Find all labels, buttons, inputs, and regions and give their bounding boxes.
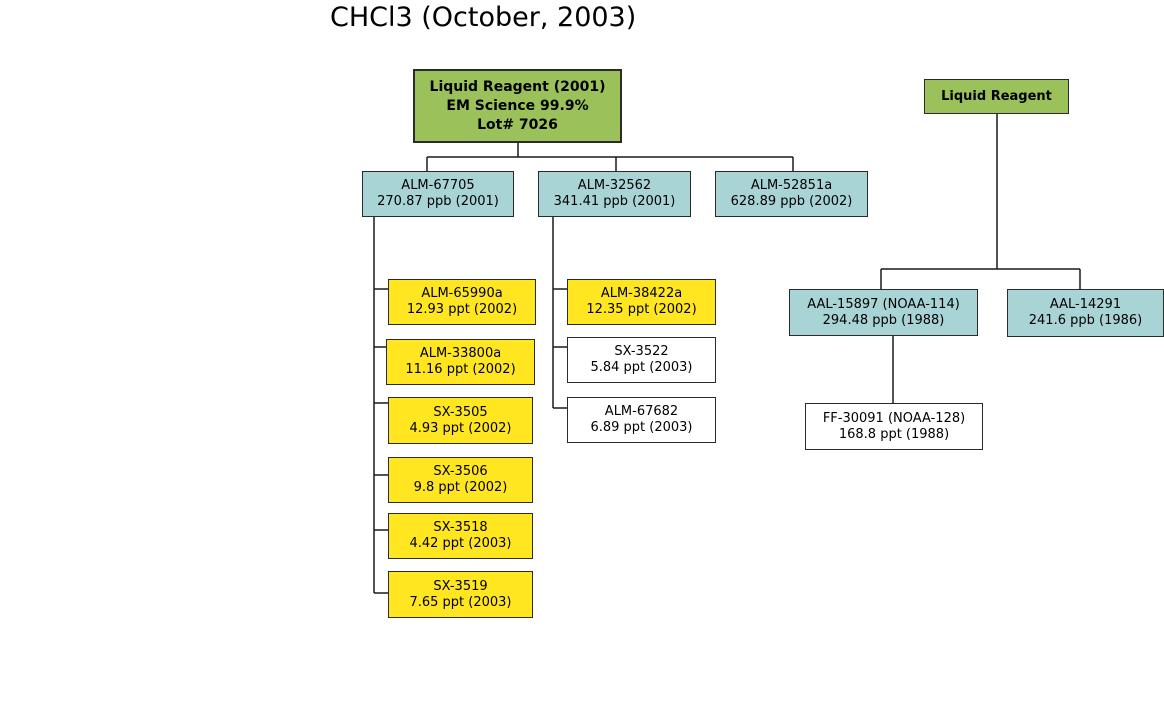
node-value: 12.35 ppt (2002) [586, 302, 697, 317]
node-id: SX-3518 [433, 520, 488, 535]
node-id: AAL-14291 [1049, 297, 1122, 312]
node-id: ALM-38422a [600, 286, 683, 301]
node-id: ALM-32562 [577, 178, 652, 193]
primary-standard-node: AAL-14291 241.6 ppb (1986) [1007, 289, 1164, 337]
node-id: ALM-67682 [604, 404, 679, 419]
node-value: 6.89 ppt (2003) [590, 420, 693, 435]
primary-standard-node: AAL-15897 (NOAA-114) 294.48 ppb (1988) [789, 289, 978, 336]
node-value: 294.48 ppb (1988) [822, 312, 945, 328]
secondary-standard-node: SX-3518 4.42 ppt (2003) [388, 513, 533, 559]
node-value: 341.41 ppb (2001) [553, 194, 676, 209]
node-id: SX-3522 [614, 344, 669, 359]
chart-title: CHCl3 (October, 2003) [330, 2, 637, 33]
node-value: 168.8 ppt (1988) [838, 426, 950, 442]
node-value: 4.42 ppt (2003) [409, 536, 512, 551]
node-value: 11.16 ppt (2002) [405, 362, 516, 377]
node-id: AAL-15897 (NOAA-114) [807, 296, 960, 312]
node-id: SX-3505 [433, 404, 488, 420]
tertiary-standard-node: FF-30091 (NOAA-128) 168.8 ppt (1988) [805, 403, 983, 450]
node-id: ALM-65990a [421, 286, 503, 301]
node-label: Liquid Reagent (2001) [429, 78, 606, 95]
node-id: ALM-52851a [750, 178, 833, 193]
node-id: SX-3519 [433, 578, 488, 594]
tertiary-standard-node: ALM-67682 6.89 ppt (2003) [567, 397, 716, 443]
node-value: 241.6 ppb (1986) [1028, 313, 1143, 328]
reagent-root-node: Liquid Reagent (2001) EM Science 99.9% L… [413, 69, 622, 143]
node-value: 7.65 ppt (2003) [409, 594, 512, 610]
primary-standard-node: ALM-52851a 628.89 ppb (2002) [715, 171, 868, 217]
node-value: 628.89 ppb (2002) [730, 194, 853, 209]
node-value: 9.8 ppt (2002) [413, 480, 508, 495]
node-label: Lot# 7026 [477, 116, 558, 133]
secondary-standard-node: ALM-33800a 11.16 ppt (2002) [386, 339, 535, 385]
secondary-standard-node: SX-3506 9.8 ppt (2002) [388, 457, 533, 503]
node-id: ALM-67705 [401, 178, 475, 193]
node-id: SX-3506 [433, 464, 488, 479]
secondary-standard-node: SX-3505 4.93 ppt (2002) [388, 397, 533, 444]
secondary-standard-node: ALM-38422a 12.35 ppt (2002) [567, 279, 716, 325]
tertiary-standard-node: SX-3522 5.84 ppt (2003) [567, 337, 716, 383]
primary-standard-node: ALM-32562 341.41 ppb (2001) [538, 171, 691, 217]
reagent-root-node: Liquid Reagent [924, 79, 1069, 114]
node-label: EM Science 99.9% [446, 97, 589, 114]
node-value: 5.84 ppt (2003) [590, 360, 693, 375]
node-value: 4.93 ppt (2002) [409, 420, 512, 436]
node-value: 270.87 ppb (2001) [377, 194, 499, 209]
primary-standard-node: ALM-67705 270.87 ppb (2001) [362, 171, 514, 217]
node-id: ALM-33800a [419, 346, 502, 361]
secondary-standard-node: SX-3519 7.65 ppt (2003) [388, 571, 533, 618]
node-value: 12.93 ppt (2002) [406, 302, 518, 317]
secondary-standard-node: ALM-65990a 12.93 ppt (2002) [388, 279, 536, 325]
node-id: FF-30091 (NOAA-128) [822, 410, 966, 426]
node-label: Liquid Reagent [941, 88, 1052, 104]
